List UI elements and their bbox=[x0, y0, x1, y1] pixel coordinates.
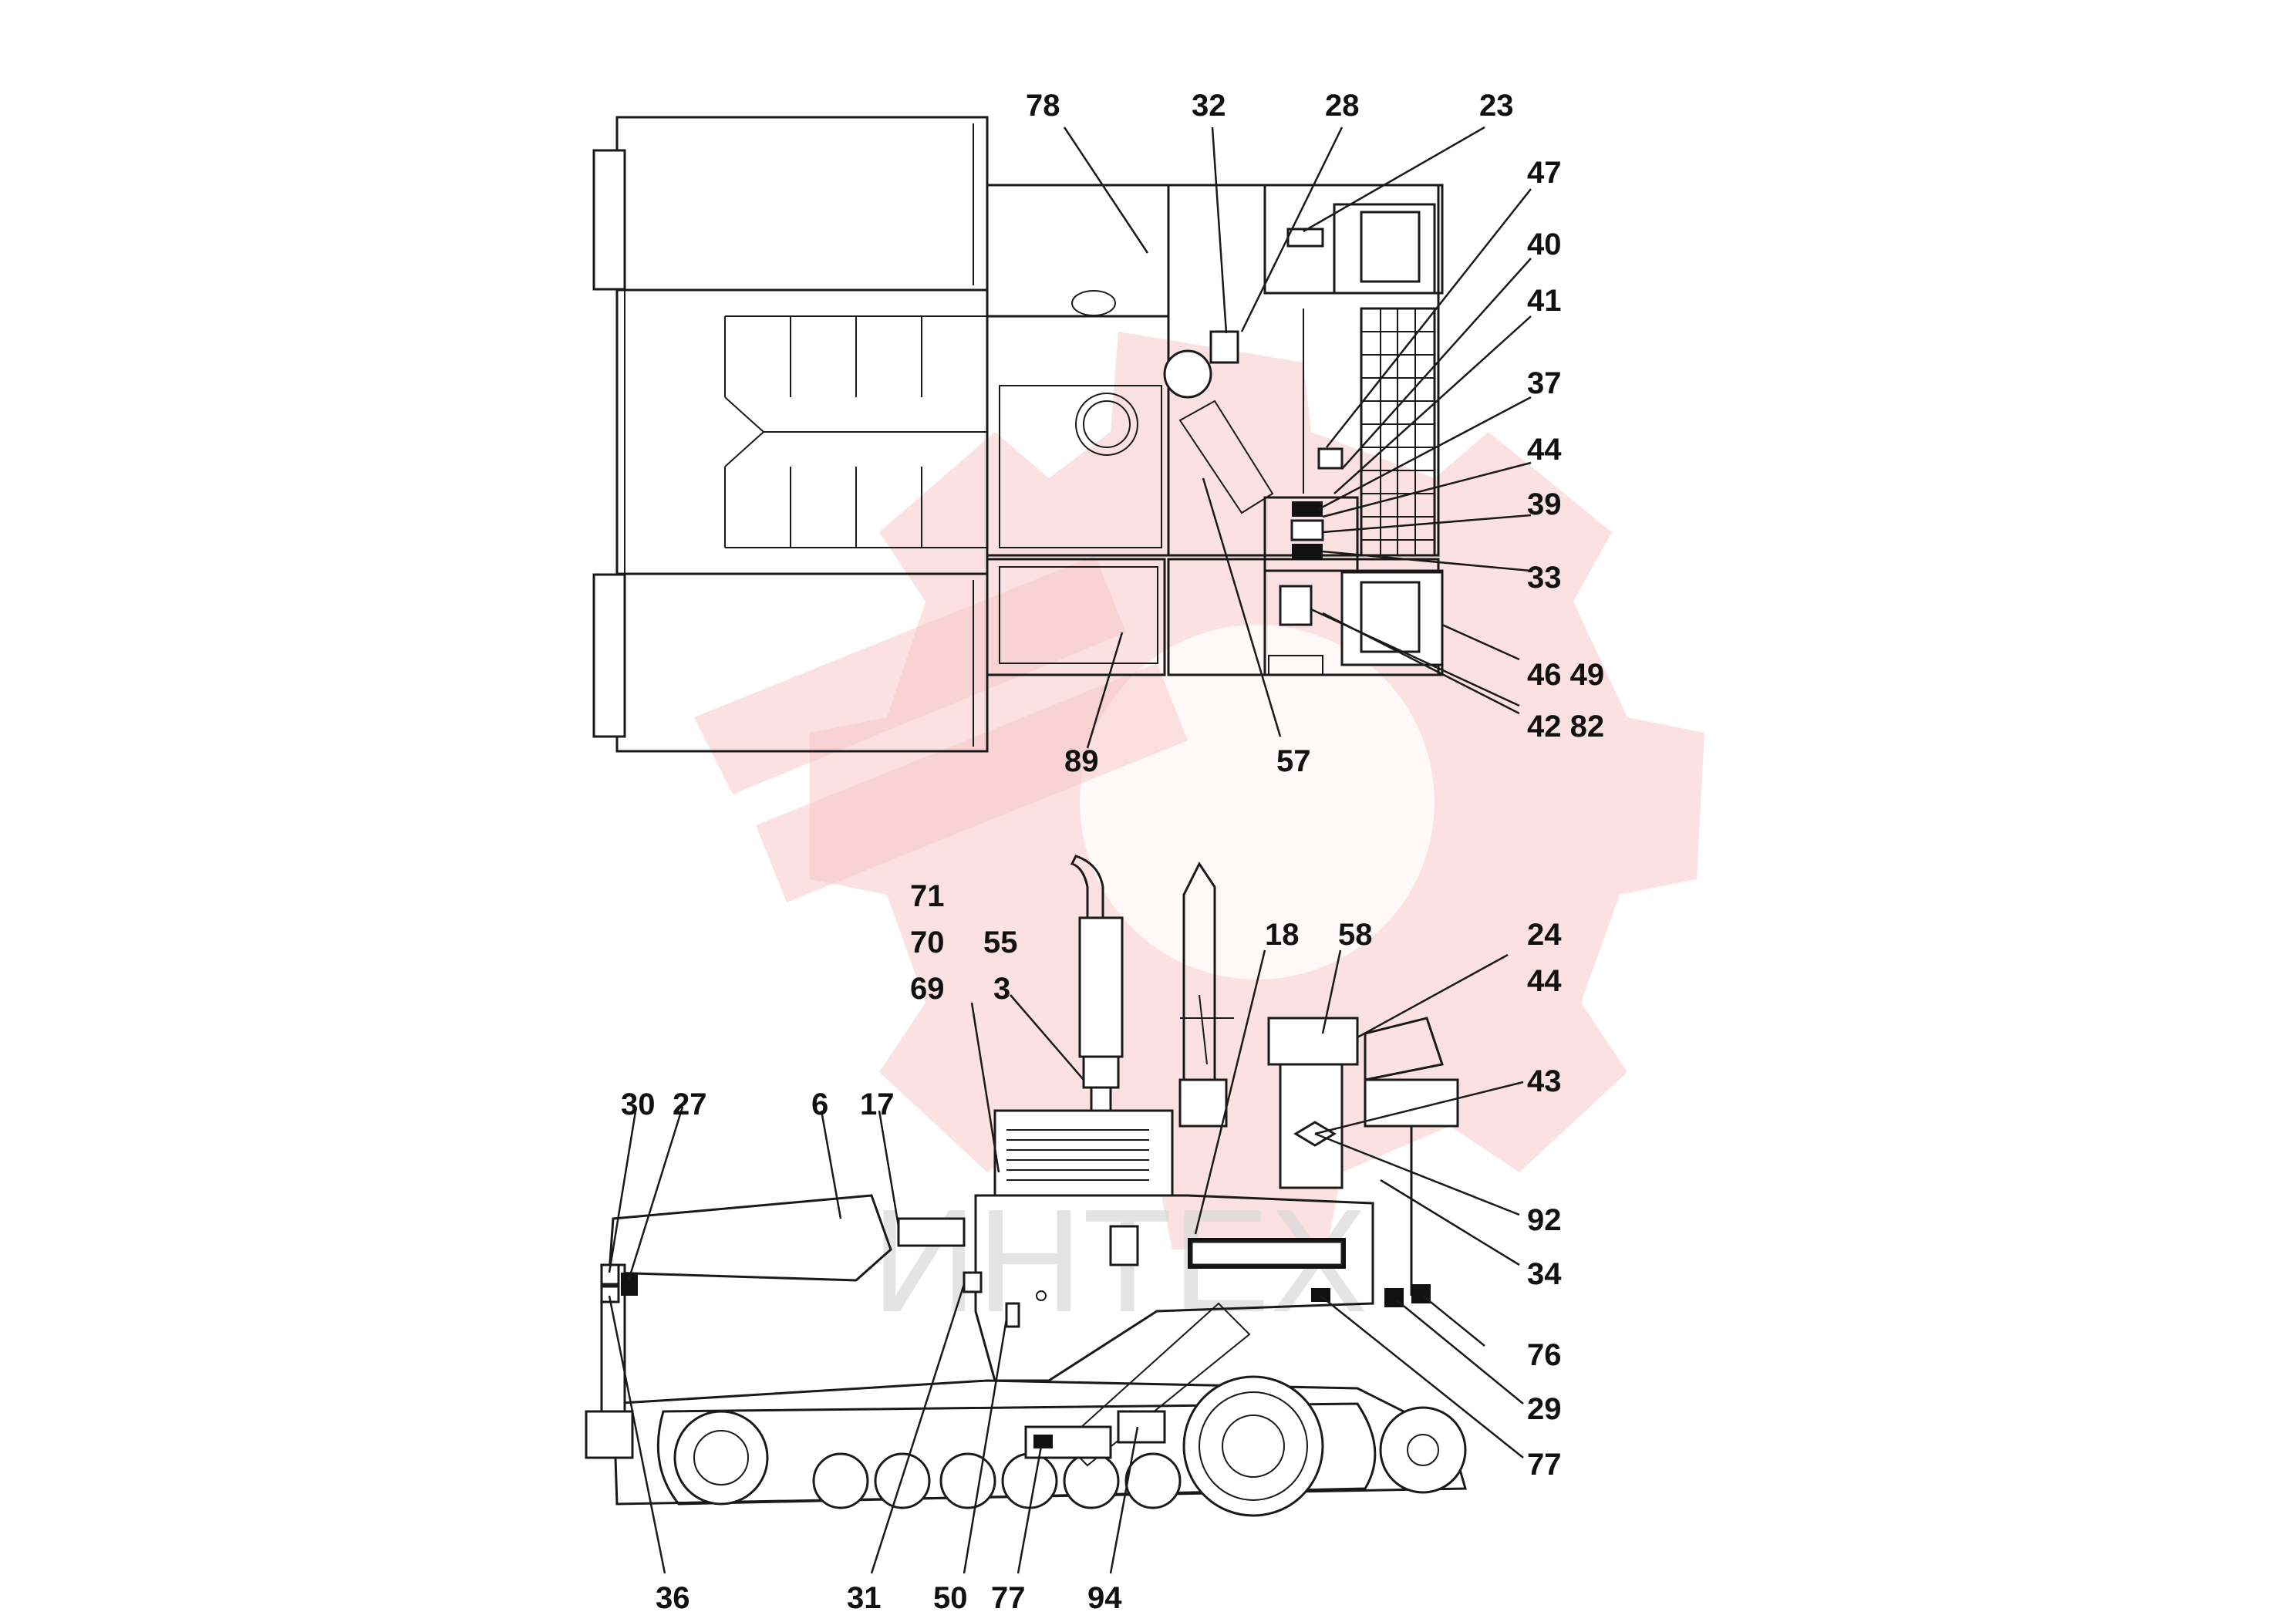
callout-6: 6 bbox=[811, 1088, 828, 1121]
callout-39: 39 bbox=[1527, 487, 1562, 521]
callout-77-right: 77 bbox=[1527, 1448, 1562, 1482]
callout-76: 76 bbox=[1527, 1338, 1562, 1372]
callout-71: 71 bbox=[910, 879, 945, 913]
callout-37: 37 bbox=[1527, 366, 1562, 400]
callout-23: 23 bbox=[1479, 89, 1514, 123]
side-view-callouts: 71 70 55 69 3 18 58 24 44 43 30 27 6 17 … bbox=[621, 879, 1562, 1615]
callout-44-top: 44 bbox=[1527, 433, 1562, 467]
callout-89: 89 bbox=[1064, 744, 1099, 778]
callout-58: 58 bbox=[1338, 918, 1373, 952]
top-view-leaders bbox=[1063, 126, 1532, 749]
callout-40: 40 bbox=[1527, 228, 1562, 261]
callout-69: 69 bbox=[910, 972, 945, 1006]
callout-50: 50 bbox=[933, 1581, 968, 1615]
callout-55: 55 bbox=[983, 926, 1018, 959]
callout-47: 47 bbox=[1527, 156, 1562, 190]
callout-94: 94 bbox=[1087, 1581, 1122, 1615]
side-view-drawing bbox=[585, 855, 1467, 1517]
callout-46-49: 46 49 bbox=[1527, 658, 1604, 692]
callout-18: 18 bbox=[1265, 918, 1300, 952]
top-view-drawing bbox=[592, 116, 1444, 753]
callout-34: 34 bbox=[1527, 1257, 1562, 1291]
callout-77-bottom: 77 bbox=[991, 1581, 1026, 1615]
callout-32: 32 bbox=[1192, 89, 1226, 123]
callout-44-side: 44 bbox=[1527, 964, 1562, 998]
engine-grille bbox=[1006, 1129, 1149, 1181]
callout-42-82: 42 82 bbox=[1527, 710, 1604, 744]
callout-36: 36 bbox=[656, 1581, 690, 1615]
top-view-callouts: 78 32 28 23 47 40 41 37 44 39 33 46 49 4… bbox=[1026, 89, 1604, 778]
callout-28: 28 bbox=[1325, 89, 1360, 123]
callout-43: 43 bbox=[1527, 1064, 1562, 1098]
callout-30: 30 bbox=[621, 1088, 656, 1121]
callout-57: 57 bbox=[1276, 744, 1311, 778]
side-view-leaders bbox=[608, 949, 1524, 1574]
callout-92: 92 bbox=[1527, 1203, 1562, 1237]
callout-27: 27 bbox=[673, 1088, 707, 1121]
callout-29: 29 bbox=[1527, 1392, 1562, 1426]
callout-78: 78 bbox=[1026, 89, 1060, 123]
callout-17: 17 bbox=[860, 1088, 895, 1121]
callout-33: 33 bbox=[1527, 561, 1562, 595]
callout-70: 70 bbox=[910, 926, 945, 959]
callout-24: 24 bbox=[1527, 918, 1562, 952]
callout-31: 31 bbox=[847, 1581, 882, 1615]
radiator-grille bbox=[1361, 309, 1435, 555]
watermark-logo: ИНТЕХ bbox=[694, 332, 1704, 1343]
callout-41: 41 bbox=[1527, 284, 1562, 318]
callout-3: 3 bbox=[993, 972, 1010, 1006]
